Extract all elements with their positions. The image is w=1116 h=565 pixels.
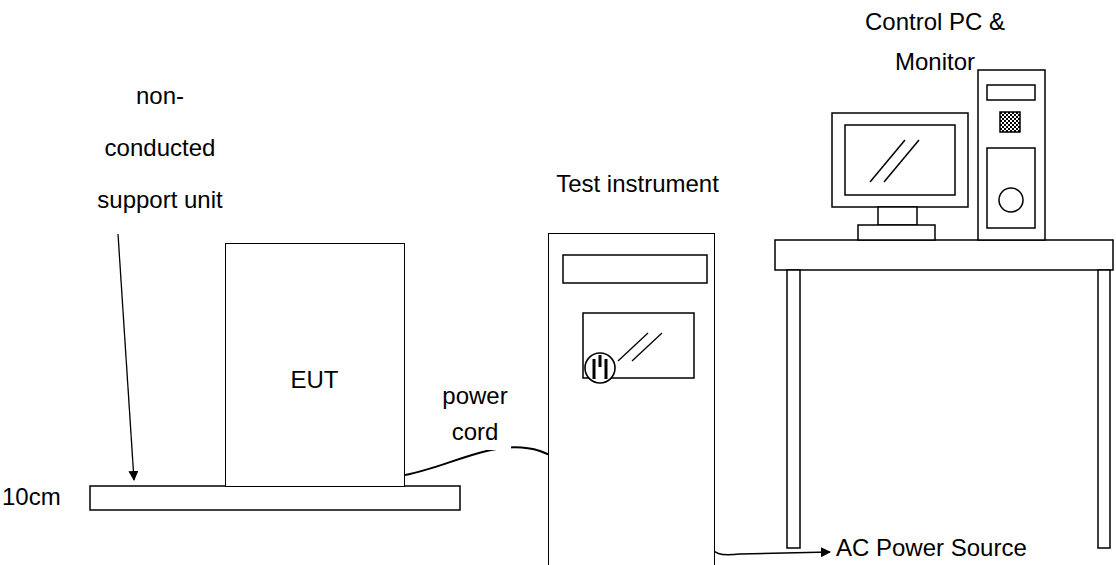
node-label: EUT [291, 366, 339, 394]
node-heading: Test instrument [556, 170, 719, 198]
monitor [832, 113, 968, 240]
eut-box: EUT [225, 243, 405, 487]
support-label: non-conducted support unit [85, 70, 235, 226]
instrument-panel [548, 233, 715, 565]
pc-tower [978, 70, 1045, 240]
screen-glare [618, 333, 648, 361]
table [775, 240, 1113, 548]
outlet-pin [593, 359, 596, 379]
display-slot [563, 255, 707, 283]
cord-label: power cord [439, 378, 511, 450]
test-instrument: Test instrument [548, 170, 715, 565]
pc-label: Control PC & Monitor [825, 2, 1045, 82]
outlet-symbol [585, 353, 615, 383]
power-source-label: AC Power Source [836, 534, 1108, 562]
support-platform [90, 486, 460, 510]
outlet-pin [599, 355, 602, 367]
outlet-pin [605, 359, 608, 379]
screen-glare [632, 333, 662, 361]
ac-line [705, 538, 830, 555]
leader-line [118, 234, 134, 480]
dimension-label: 10cm [2, 483, 88, 511]
